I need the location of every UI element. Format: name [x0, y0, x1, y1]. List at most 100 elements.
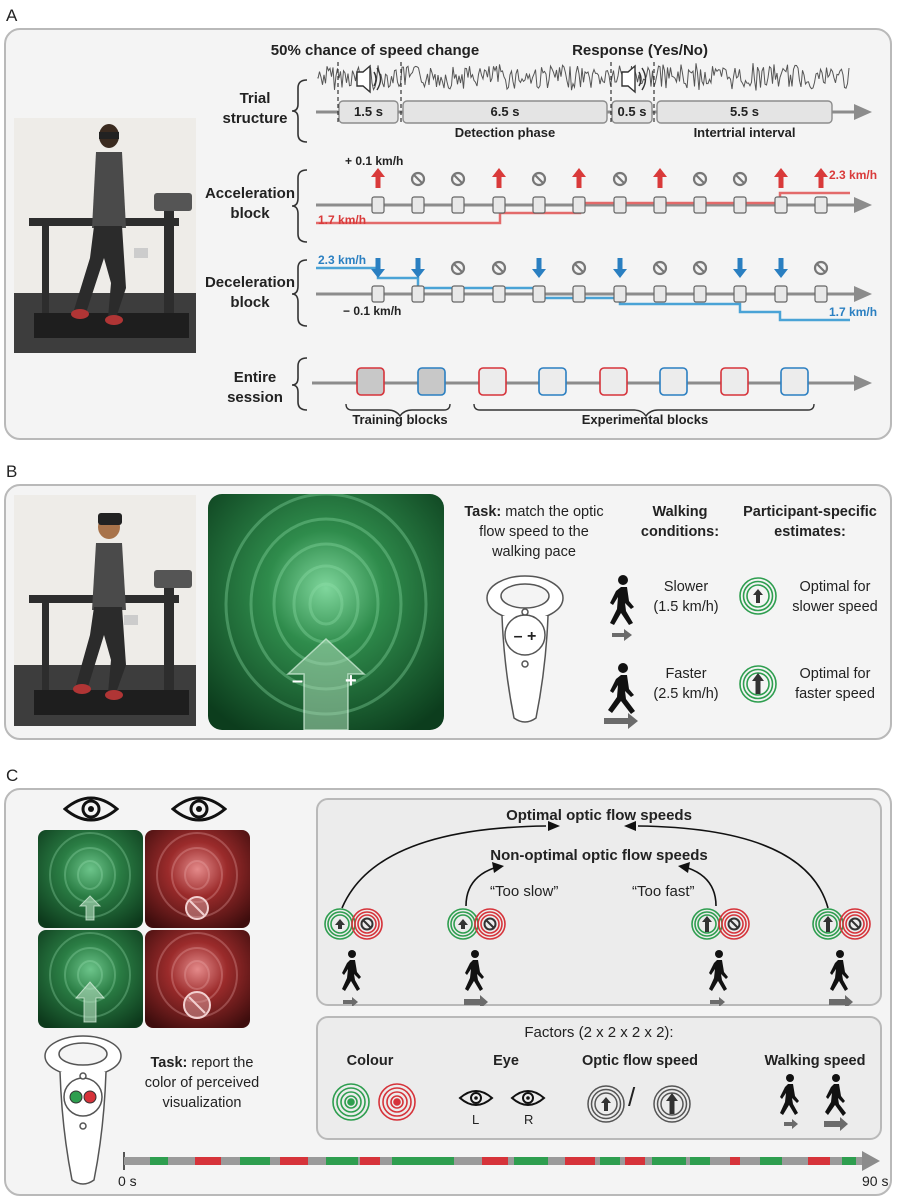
too-slow-label: “Too slow”	[490, 883, 559, 900]
eye-right-icon	[171, 796, 227, 822]
panel-a-diagram	[291, 62, 872, 418]
green-tunnel-fast	[38, 930, 143, 1028]
timeline-segment	[414, 1157, 454, 1165]
up-arrow-icon	[572, 168, 586, 188]
no-change-icon	[732, 171, 748, 187]
no-change-icon	[410, 171, 426, 187]
timeline-segment	[482, 1157, 508, 1165]
timeline-segment	[600, 1157, 620, 1165]
tunnel-plus-label: +	[345, 670, 357, 692]
trial-box	[613, 196, 627, 214]
timeline-segment	[730, 1157, 740, 1165]
optic-flow-green-icon	[812, 908, 844, 940]
speaker-icon	[356, 64, 382, 94]
trial-box	[653, 285, 667, 303]
tunnel-grid	[38, 830, 250, 1028]
walker-fast-small-icon	[824, 1074, 848, 1131]
decel-start-label: 2.3 km/h	[318, 253, 367, 267]
walker-fast-icon	[604, 663, 638, 729]
panel-b-task: Task: match the optic flow speed to the …	[464, 504, 604, 560]
factors-panel	[316, 1016, 882, 1140]
walker-slow-icon	[342, 950, 361, 1006]
response-header: Response (Yes/No)	[572, 42, 708, 59]
trial-box	[653, 196, 667, 214]
decel-end-label: 1.7 km/h	[829, 305, 878, 319]
trial-box	[371, 196, 385, 214]
factor-flow: Optic flow speed	[581, 1053, 698, 1069]
trial-box	[572, 285, 586, 303]
factor-colour: Colour	[346, 1053, 394, 1069]
panel-a-letter: A	[6, 6, 18, 25]
panel-c-task: Task: report the color of perceived visu…	[144, 1055, 260, 1111]
trial-box	[411, 285, 425, 303]
flow-slash: /	[628, 1082, 636, 1112]
optic-flow-red-icon	[718, 908, 750, 940]
timeline-segment	[565, 1157, 595, 1165]
red-target-icon	[378, 1083, 416, 1121]
timeline-segment	[760, 1157, 782, 1165]
optic-flow-green-icon	[691, 908, 723, 940]
trial-box	[613, 285, 627, 303]
eye-l-label: L	[472, 1112, 480, 1127]
eye-left-icon	[63, 796, 119, 822]
trial-box	[693, 196, 707, 214]
up-arrow-icon	[814, 168, 828, 188]
eye-r-label: R	[524, 1112, 534, 1127]
timeline-segment	[240, 1157, 270, 1165]
intertrial-label: Intertrial interval	[693, 125, 796, 140]
timeline-segment	[280, 1157, 308, 1165]
trial-box	[774, 196, 788, 214]
vr-controller-c	[44, 1035, 122, 1185]
too-fast-label: “Too fast”	[632, 883, 695, 900]
optic-flow-green-icon	[324, 908, 356, 940]
faster-condition: Faster(2.5 km/h)	[653, 666, 719, 702]
down-arrow-icon	[371, 258, 385, 278]
acceleration-timeline	[316, 168, 872, 225]
trial-box	[492, 285, 506, 303]
factors-title: Factors (2 x 2 x 2 x 2):	[524, 1024, 674, 1041]
timeline-segment	[690, 1157, 710, 1165]
seg-duration-4: 5.5 s	[730, 104, 759, 119]
no-change-icon	[571, 260, 587, 276]
trial-box	[411, 196, 425, 214]
time-start: 0 s	[118, 1173, 137, 1189]
no-change-icon	[450, 171, 466, 187]
controller-minus-plus: – +	[514, 628, 537, 645]
no-change-icon	[652, 260, 668, 276]
nonoptimal-title: Non-optimal optic flow speeds	[490, 847, 708, 864]
timeline-segment	[326, 1157, 358, 1165]
trial-box	[451, 196, 465, 214]
trial-box	[532, 196, 546, 214]
trial-box	[371, 285, 385, 303]
timeline-segment	[195, 1157, 221, 1165]
walker-slow-icon	[610, 575, 634, 641]
seg-duration-1: 1.5 s	[354, 104, 383, 119]
red-tunnel-slow	[145, 830, 250, 928]
down-arrow-icon	[733, 258, 747, 278]
up-arrow-icon	[492, 168, 506, 188]
optic-flow-green-icon	[447, 908, 479, 940]
no-change-icon	[692, 171, 708, 187]
factor-walk: Walking speed	[764, 1053, 866, 1069]
speed-change-header: 50% chance of speed change	[270, 42, 480, 59]
panel-b-letter: B	[6, 462, 18, 481]
green-tunnel-slow	[38, 830, 143, 928]
timeline-segment	[360, 1157, 380, 1165]
tunnel-minus-label: –	[292, 670, 304, 692]
trial-box	[532, 285, 546, 303]
no-change-icon	[531, 171, 547, 187]
experimental-blocks-label: Experimental blocks	[581, 412, 709, 427]
trial-box	[492, 196, 506, 214]
vr-controller-b: – +	[486, 575, 564, 723]
slow-flow-icon	[587, 1085, 625, 1123]
training-blocks-label: Training blocks	[352, 412, 448, 427]
up-arrow-icon	[371, 168, 385, 188]
optimal-slow-icon	[739, 577, 777, 615]
trial-box	[733, 196, 747, 214]
optic-flow-speeds-panel	[316, 798, 882, 1006]
